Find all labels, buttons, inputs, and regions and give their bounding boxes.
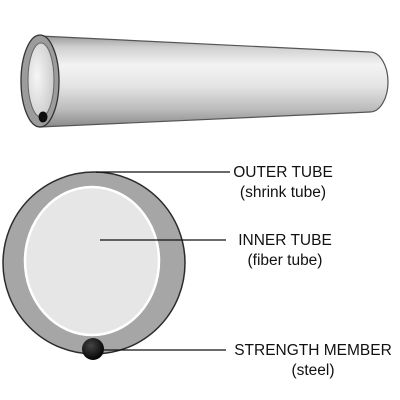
leader-lines [96,171,230,351]
strength-member-shape [82,338,104,360]
strength-member-sublabel: (steel) [291,362,334,379]
outer-tube-label: OUTER TUBE [233,164,333,181]
cable-perspective-view [20,34,389,128]
tube-body [39,35,389,128]
inner-tube-label: INNER TUBE [238,232,332,249]
tube-end-inner-face [27,42,55,118]
callout-labels: OUTER TUBE (shrink tube) INNER TUBE (fib… [233,164,392,379]
inner-tube-sublabel: (fiber tube) [248,252,323,269]
cable-cross-section [2,171,186,360]
tube-end-strength-member [38,111,48,123]
outer-tube-sublabel: (shrink tube) [240,184,326,201]
strength-member-label: STRENGTH MEMBER [234,342,392,359]
inner-tube-shape [23,185,161,337]
